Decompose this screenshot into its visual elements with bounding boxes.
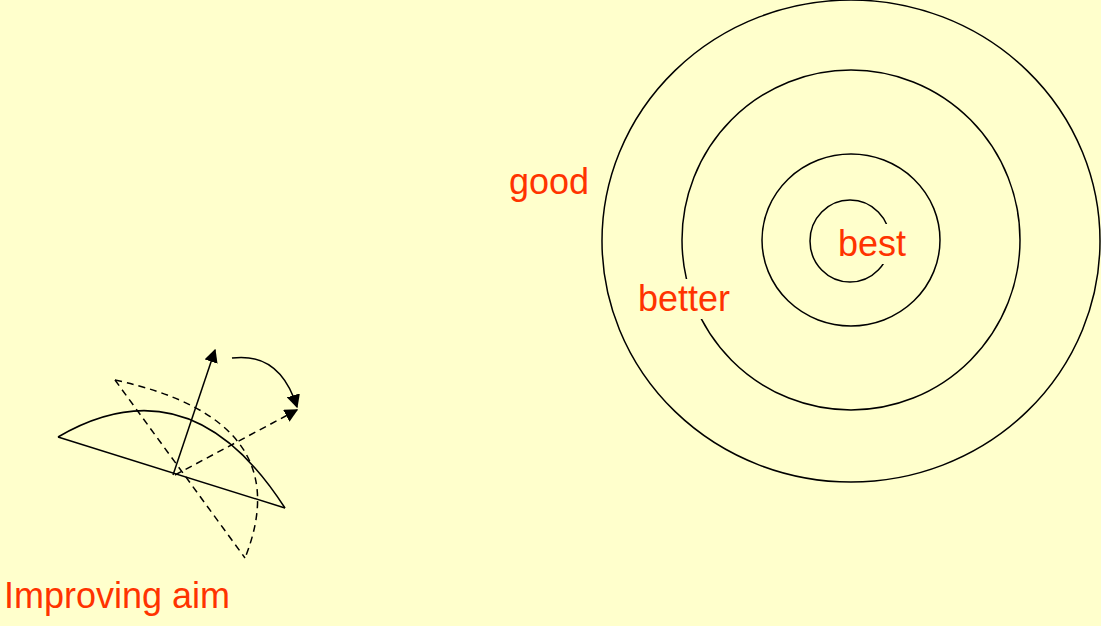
target-ring bbox=[682, 70, 1020, 410]
rotation-arrow bbox=[232, 357, 297, 407]
caption-label: Improving aim bbox=[2, 576, 232, 616]
ring-label: better bbox=[636, 279, 732, 319]
target-ring bbox=[602, 0, 1100, 482]
base-line bbox=[58, 437, 285, 508]
ring-label: good bbox=[507, 162, 591, 202]
aim-arc bbox=[58, 411, 285, 508]
protractor-aim bbox=[58, 350, 297, 558]
ring-label: best bbox=[836, 224, 908, 264]
improved-aim-arrow bbox=[175, 410, 297, 475]
rotated-base bbox=[115, 380, 245, 558]
target-ring bbox=[762, 154, 940, 326]
